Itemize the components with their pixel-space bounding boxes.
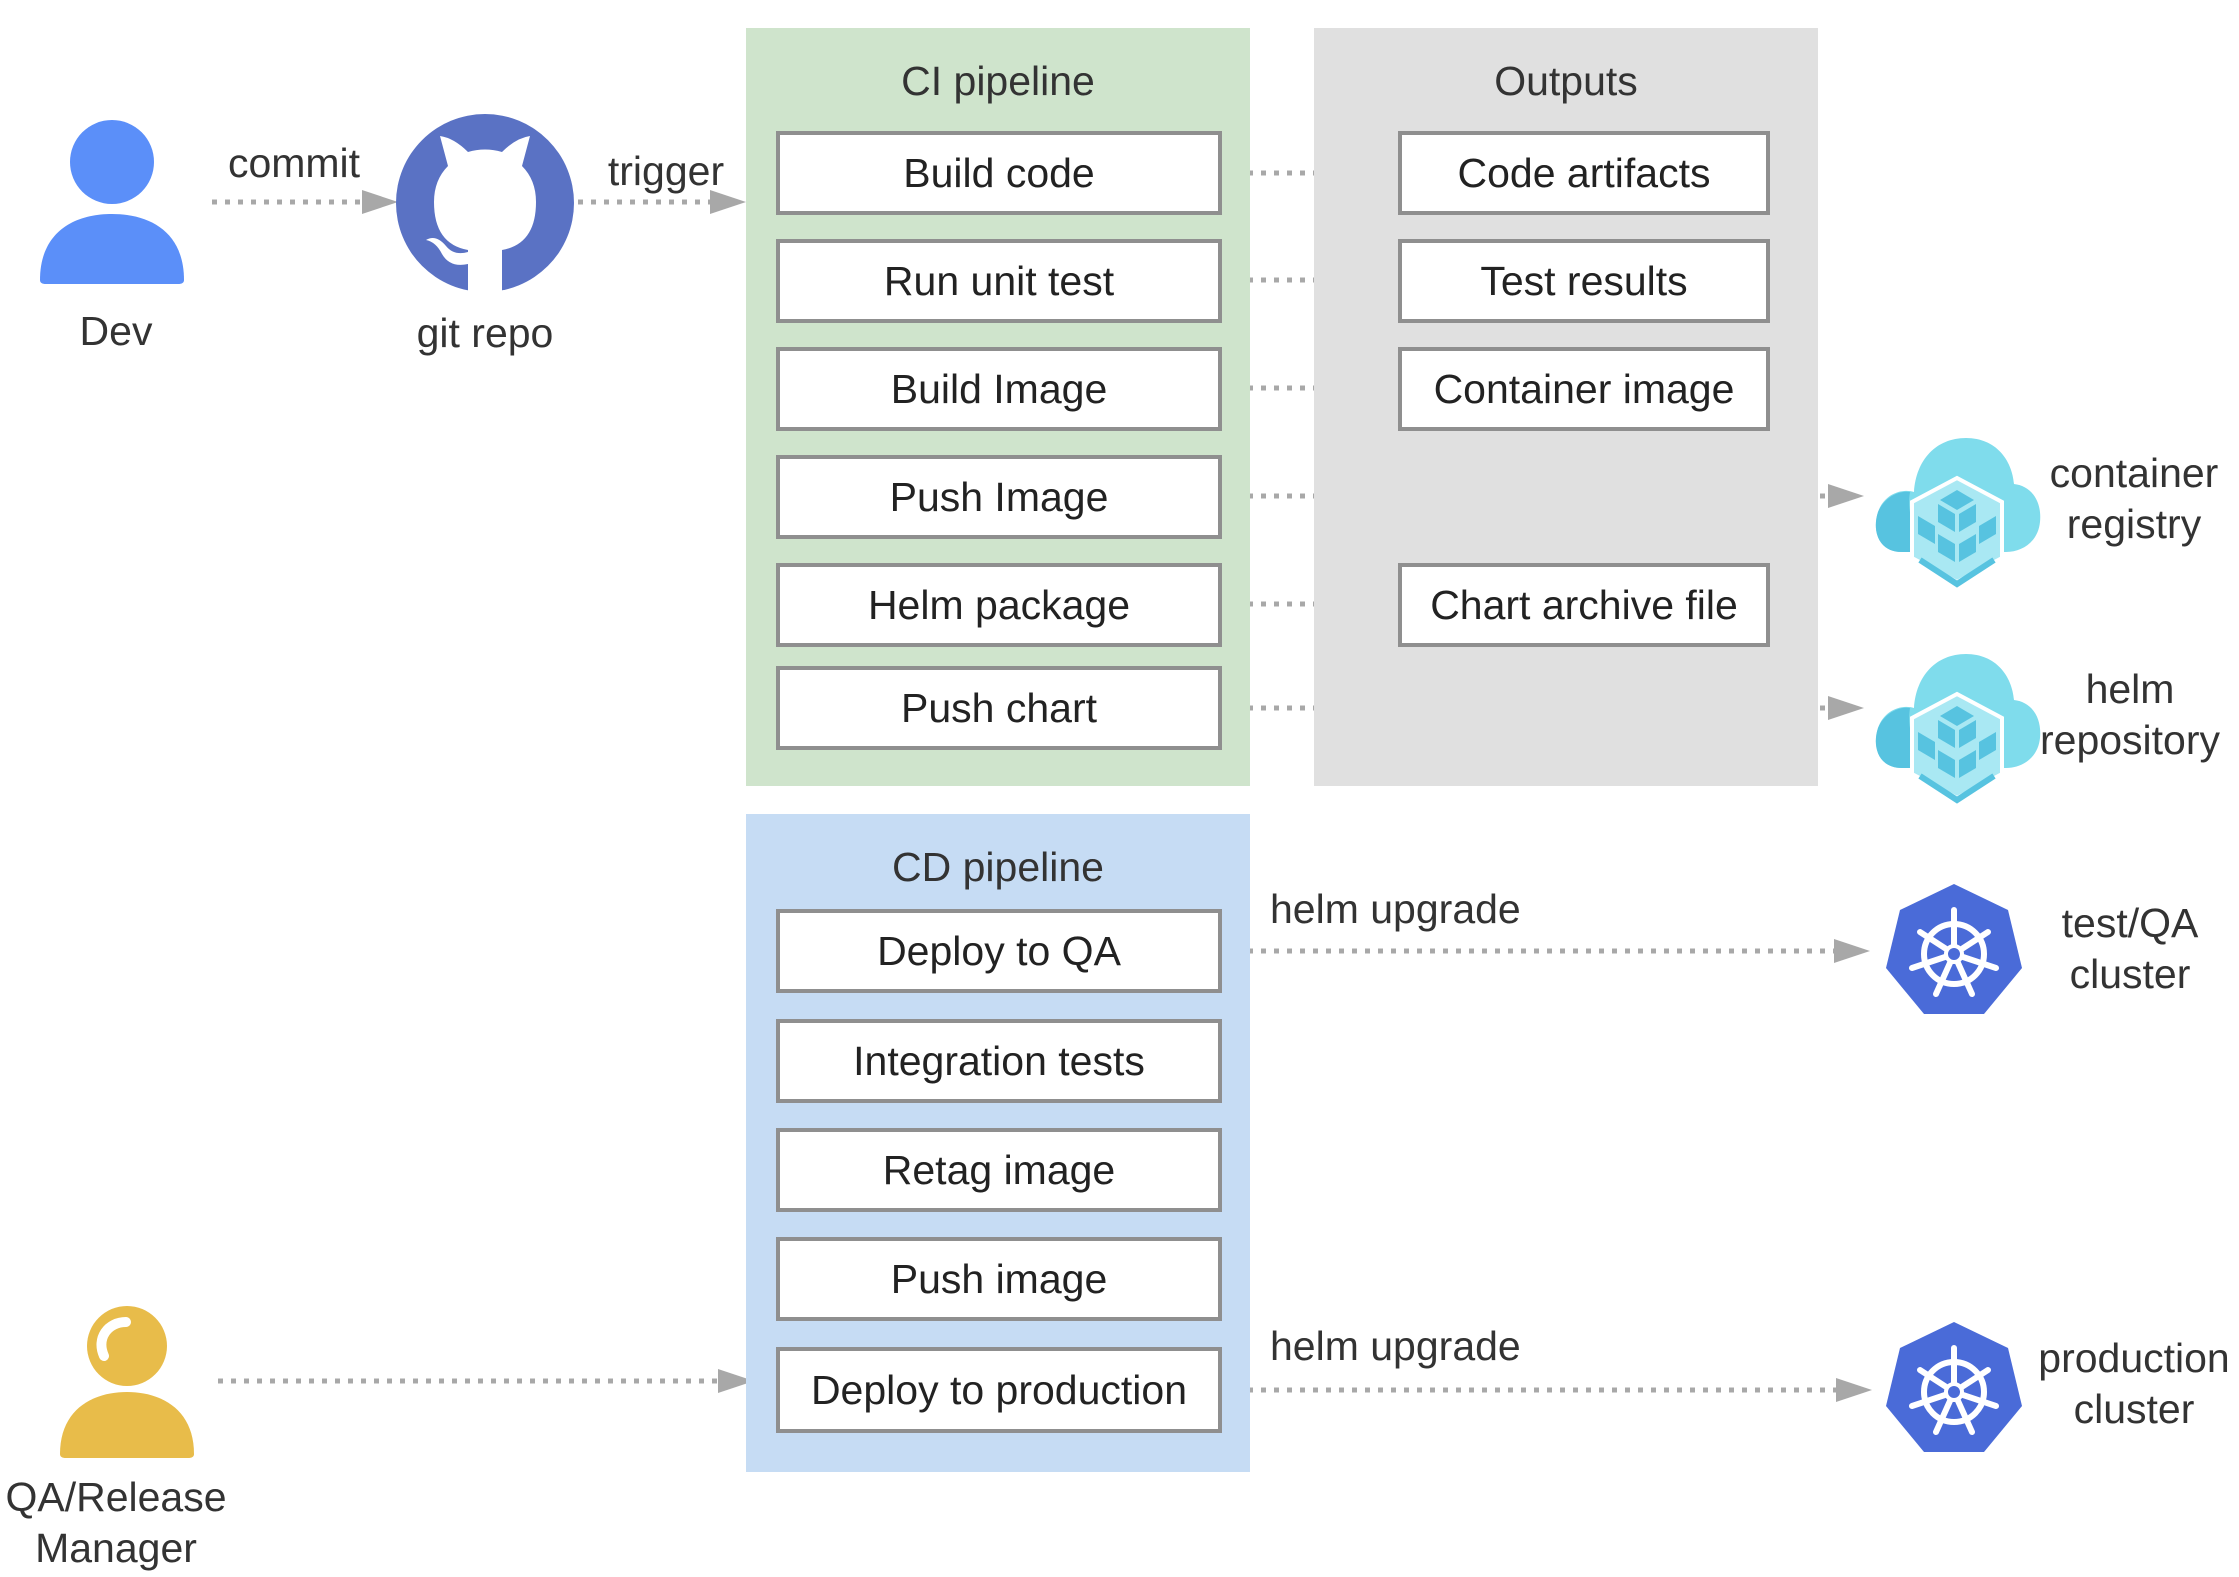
helm-repository-cloud-icon <box>1875 654 2041 804</box>
arrowhead <box>718 1369 754 1393</box>
trigger-label: trigger <box>607 148 725 194</box>
arrowhead <box>1836 1378 1872 1402</box>
cd-step-retag-image[interactable]: Retag image <box>776 1128 1222 1212</box>
helm-upgrade-production-label: helm upgrade <box>1270 1323 1521 1369</box>
output-code-artifacts[interactable]: Code artifacts <box>1398 131 1770 215</box>
qa-release-manager-label-line1: QA/Release <box>5 1474 227 1520</box>
output-chart-archive-file[interactable]: Chart archive file <box>1398 563 1770 647</box>
ci-step-push-chart[interactable]: Push chart <box>776 666 1222 750</box>
output-container-image[interactable]: Container image <box>1398 347 1770 431</box>
cd-step-push-image[interactable]: Push image <box>776 1237 1222 1321</box>
outputs-title: Outputs <box>1494 58 1638 104</box>
production-cluster-label-line2: cluster <box>2073 1386 2195 1432</box>
ci-step-run-unit-test[interactable]: Run unit test <box>776 239 1222 323</box>
cd-step-deploy-to-qa[interactable]: Deploy to QA <box>776 909 1222 993</box>
commit-label: commit <box>227 140 361 186</box>
output-test-results[interactable]: Test results <box>1398 239 1770 323</box>
ci-step-helm-package[interactable]: Helm package <box>776 563 1222 647</box>
arrowhead <box>362 190 398 214</box>
ci-pipeline-title: CI pipeline <box>901 58 1095 104</box>
cd-step-deploy-to-production[interactable]: Deploy to production <box>776 1347 1222 1433</box>
ci-step-build-code[interactable]: Build code <box>776 131 1222 215</box>
kubernetes-icon <box>1886 884 2022 1014</box>
cd-pipeline-title: CD pipeline <box>892 844 1104 890</box>
ci-step-build-image[interactable]: Build Image <box>776 347 1222 431</box>
dev-label: Dev <box>79 308 153 354</box>
qa-release-manager-label-line2: Manager <box>35 1525 197 1571</box>
cd-step-integration-tests[interactable]: Integration tests <box>776 1019 1222 1103</box>
dev-person-icon <box>40 120 184 284</box>
qa-release-manager-person-icon <box>60 1306 194 1458</box>
arrowhead <box>1828 696 1864 720</box>
arrowhead <box>1828 484 1864 508</box>
arrowhead <box>1834 939 1870 963</box>
ci-step-push-image[interactable]: Push Image <box>776 455 1222 539</box>
test-qa-cluster-label-line1: test/QA <box>2061 900 2199 946</box>
container-registry-label-line1: container <box>2049 450 2219 496</box>
helm-upgrade-qa-label: helm upgrade <box>1270 886 1521 932</box>
helm-repository-label-line1: helm <box>2085 666 2175 712</box>
arrowhead <box>710 190 746 214</box>
helm-repository-label-line2: repository <box>2040 717 2221 763</box>
kubernetes-icon <box>1886 1322 2022 1452</box>
container-registry-cloud-icon <box>1875 438 2041 588</box>
test-qa-cluster-label-line2: cluster <box>2069 951 2191 997</box>
git-repo-label: git repo <box>416 310 554 356</box>
container-registry-label-line2: registry <box>2066 501 2202 547</box>
github-icon[interactable] <box>396 114 574 292</box>
production-cluster-label-line1: production <box>2038 1335 2230 1381</box>
